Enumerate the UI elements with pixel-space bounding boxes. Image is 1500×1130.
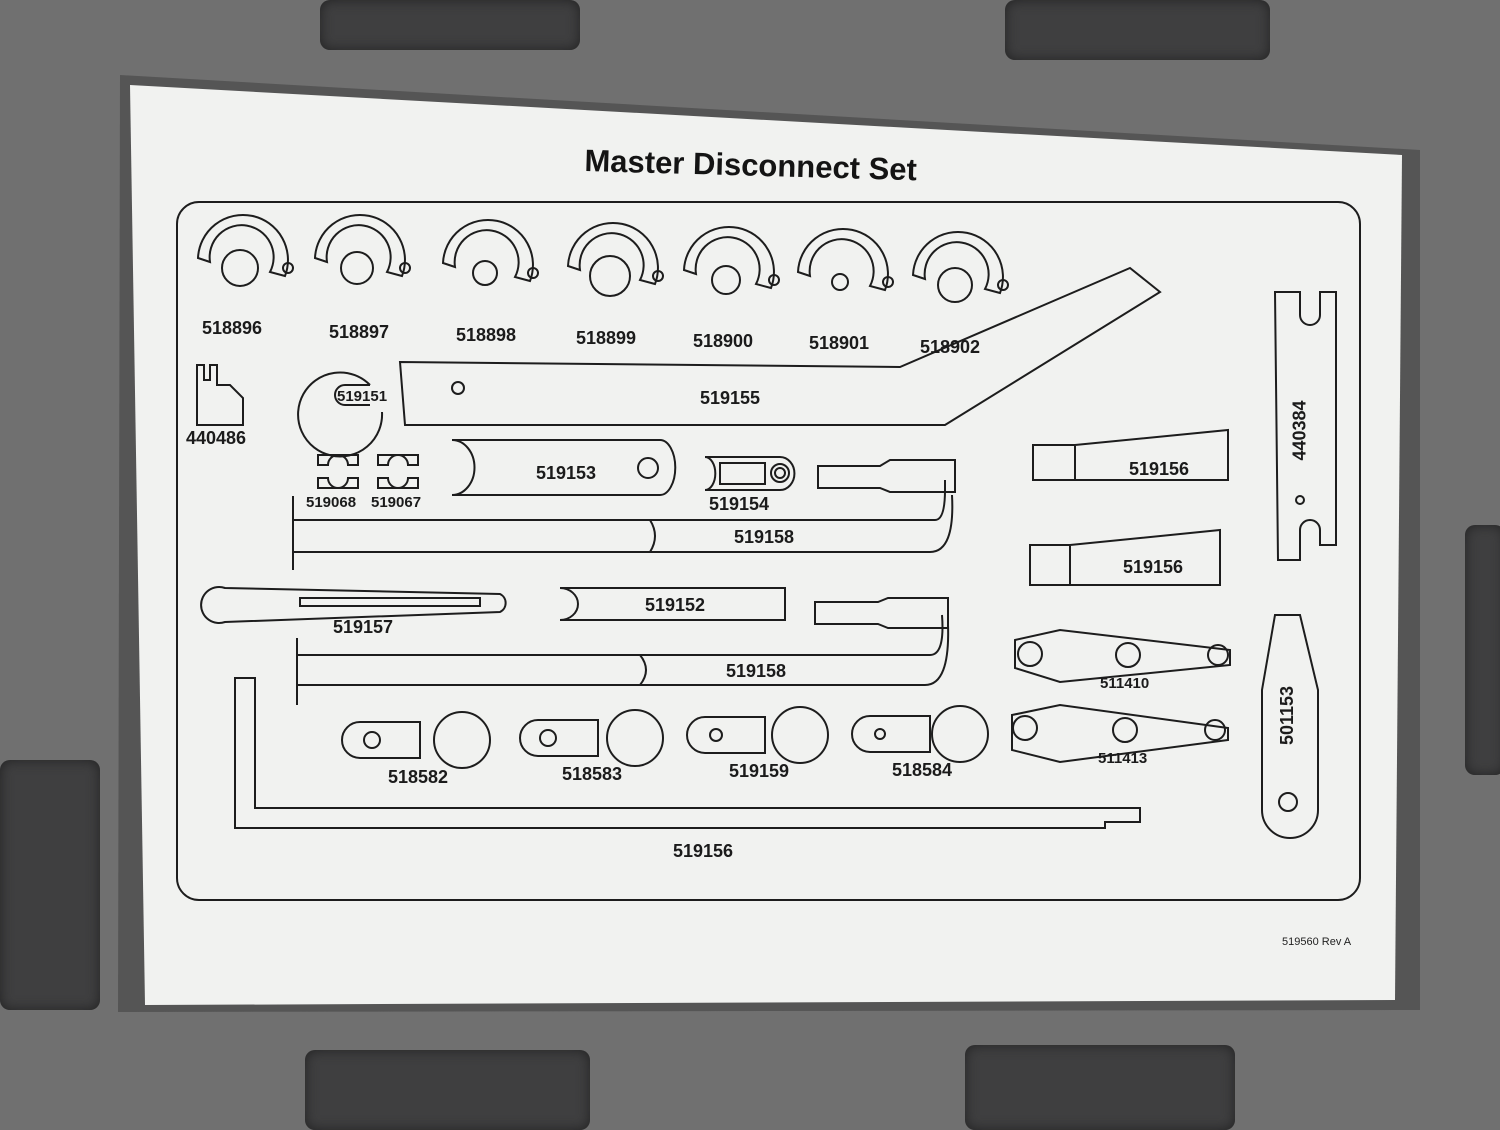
part-label: 518902 (920, 337, 981, 357)
part-label: 518898 (456, 325, 517, 345)
tool-519158-top (292, 480, 954, 570)
connector-tool-top (817, 459, 956, 493)
tool-519156-lrod (234, 677, 1141, 829)
tool-440486 (196, 364, 244, 426)
part-label: 519152 (645, 595, 706, 615)
part-label: 519158 (734, 527, 795, 547)
tool-519156-top (1032, 428, 1229, 481)
part-label: 519151 (337, 388, 388, 405)
case-slot (1465, 525, 1500, 775)
clip-tools (196, 213, 1009, 303)
case-slot (320, 0, 580, 50)
part-label: 518897 (329, 322, 390, 342)
part-label: 501153 (1277, 685, 1298, 746)
part-label: 519153 (536, 463, 597, 483)
connector-tool-bottom (814, 597, 949, 629)
part-label: 440486 (186, 428, 247, 448)
tool-519068 (317, 454, 359, 489)
part-label: 519157 (333, 617, 394, 637)
part-label: 511410 (1100, 675, 1150, 692)
tool-519156-mid (1029, 528, 1221, 586)
tool-511410 (1014, 628, 1231, 684)
part-label: 519159 (729, 761, 790, 781)
small-clip-tools (341, 705, 989, 769)
part-label: 519158 (726, 661, 787, 681)
part-label: 519068 (306, 494, 357, 511)
part-label: 518583 (562, 764, 623, 784)
tool-440384 (1273, 291, 1337, 561)
part-label: 440384 (1289, 400, 1310, 461)
tool-519158-bottom (296, 614, 950, 705)
case-slot (1005, 0, 1270, 60)
part-label: 519156 (673, 841, 734, 861)
part-label: 519154 (709, 494, 770, 514)
tool-519157 (200, 586, 507, 624)
case-slot (965, 1045, 1235, 1130)
revision-label: 519560 Rev A (1282, 936, 1352, 948)
tool-519152 (559, 587, 786, 621)
part-label: 519156 (1123, 557, 1184, 577)
tool-519155 (398, 266, 1162, 426)
part-label: 518896 (202, 318, 263, 338)
tool-519151 (297, 371, 384, 458)
case-slot (305, 1050, 590, 1130)
part-label: 518901 (809, 333, 870, 353)
tool-519153 (451, 439, 677, 496)
part-label: 519067 (371, 494, 422, 511)
tool-519154 (704, 456, 796, 491)
part-label: 518899 (576, 328, 637, 348)
tool-519067 (377, 454, 419, 489)
part-label: 518900 (693, 331, 754, 351)
tool-501153 (1261, 614, 1319, 839)
part-label: 511413 (1098, 750, 1148, 767)
part-label: 519155 (700, 388, 761, 408)
part-label: 518584 (892, 760, 953, 780)
part-label: 518582 (388, 767, 449, 787)
case-slot (0, 760, 100, 1010)
tool-511413 (1011, 703, 1229, 764)
part-label: 519156 (1129, 459, 1190, 479)
diagram-border (176, 201, 1361, 901)
